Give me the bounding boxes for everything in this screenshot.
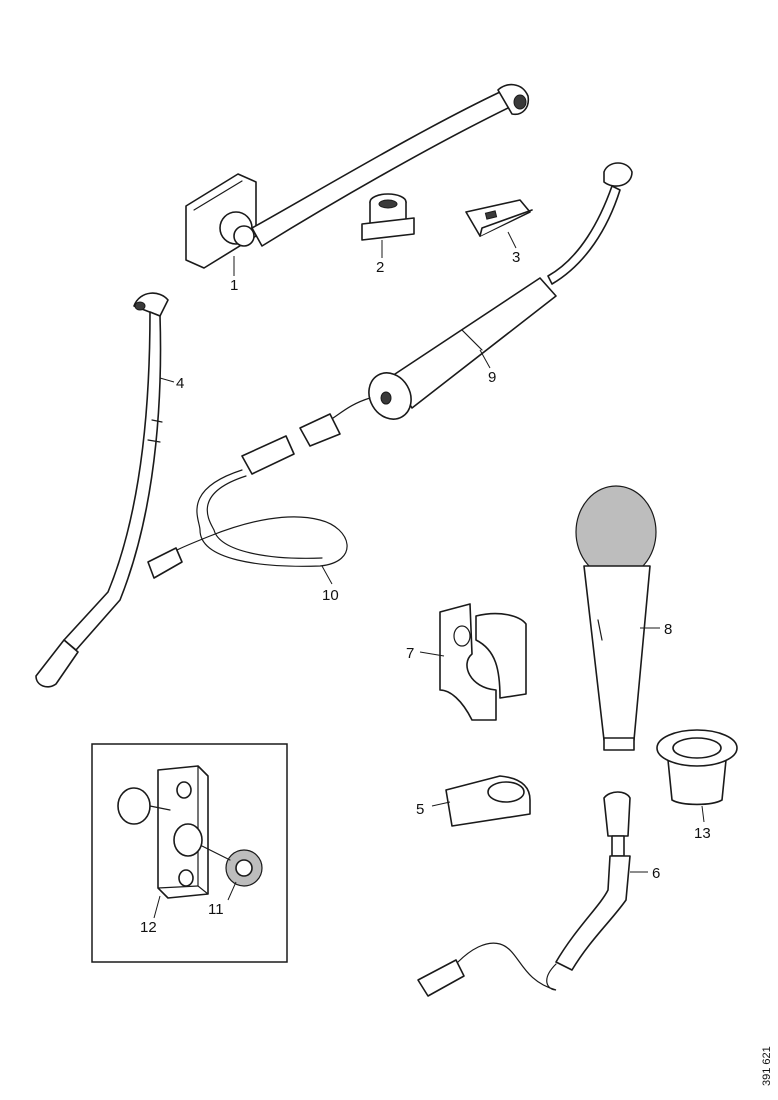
callout-1: 1 — [230, 277, 238, 294]
part-9-handle — [368, 162, 633, 420]
callout-3: 3 — [512, 249, 520, 266]
part-7-clamp — [439, 603, 527, 721]
callout-9: 9 — [488, 369, 496, 386]
callout-6: 6 — [652, 865, 660, 882]
callout-10: 10 — [322, 587, 339, 604]
part-2-connector — [361, 193, 415, 241]
part-3-clip — [465, 199, 533, 237]
part-8-handheld-mic — [575, 485, 657, 751]
part-5-holder-base — [445, 775, 531, 827]
part-1-desk-mount — [185, 83, 530, 269]
part-6-gooseneck-cable — [417, 791, 631, 997]
inset-box — [91, 743, 288, 963]
callout-5: 5 — [416, 801, 424, 818]
callout-7: 7 — [406, 645, 414, 662]
callout-11: 11 — [208, 901, 224, 918]
callout-13: 13 — [694, 825, 711, 842]
callout-4: 4 — [176, 375, 184, 392]
callout-2: 2 — [376, 259, 384, 276]
part-13-cap — [656, 729, 738, 806]
reference-number: 391 621 — [761, 1046, 773, 1086]
callout-8: 8 — [664, 621, 672, 638]
part-10-cable — [147, 397, 371, 579]
callout-12: 12 — [140, 919, 157, 936]
part-4-gooseneck — [35, 292, 169, 688]
